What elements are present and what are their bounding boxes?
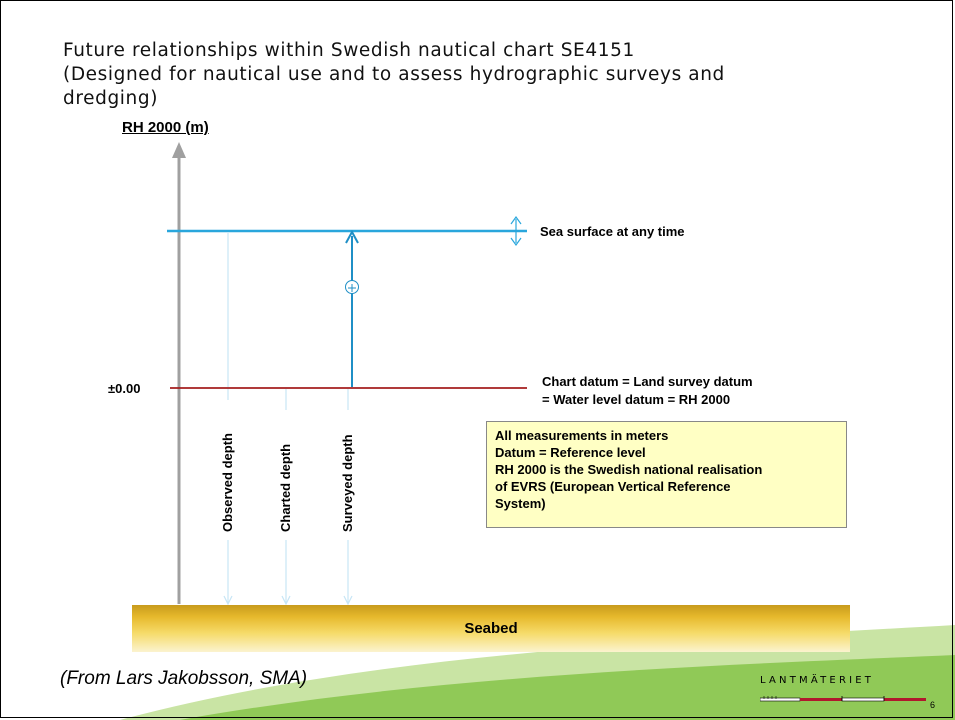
- chart-datum-label-line-2: = Water level datum = RH 2000: [542, 392, 731, 407]
- seabed: Seabed: [132, 605, 850, 652]
- note-line-2: Datum = Reference level: [495, 445, 646, 460]
- rh2000-axis-arrowhead: [172, 142, 186, 158]
- note-box: All measurements in meters Datum = Refer…: [486, 421, 847, 528]
- note-line-3: RH 2000 is the Swedish national realisat…: [495, 462, 763, 477]
- axis-label: RH 2000 (m): [122, 119, 209, 136]
- title-line-3: dredging): [63, 88, 159, 109]
- note-line-5: System): [495, 496, 546, 511]
- charted-depth-label: Charted depth: [278, 443, 293, 532]
- seabed-label: Seabed: [464, 620, 518, 637]
- note-line-4: of EVRS (European Vertical Reference: [495, 479, 731, 494]
- zero-level-label: ±0.00: [108, 381, 141, 396]
- note-line-1: All measurements in meters: [495, 428, 669, 443]
- charted-depth-arrowhead: [281, 595, 291, 606]
- swoosh-dark: [180, 655, 955, 720]
- water-level-arrowhead: [345, 229, 359, 244]
- sea-level-arrow-down: [510, 237, 522, 247]
- logo-text: LANTMÄTERIET: [760, 675, 875, 686]
- lantmateriet-logo: LANTMÄTERIET: [760, 675, 930, 705]
- title-line-2: (Designed for nautical use and to assess…: [63, 64, 725, 85]
- surveyed-depth-label: Surveyed depth: [340, 434, 355, 532]
- observed-depth-arrowhead: [223, 595, 233, 606]
- sea-surface-label: Sea surface at any time: [540, 224, 685, 239]
- surveyed-depth-arrowhead: [343, 595, 353, 606]
- chart-datum-label-line-1: Chart datum = Land survey datum: [542, 374, 753, 389]
- title-line-1: Future relationships within Swedish naut…: [63, 40, 635, 61]
- page-number: 6: [930, 700, 936, 710]
- credit-text: (From Lars Jakobsson, SMA): [60, 668, 308, 689]
- observed-depth-label: Observed depth: [220, 433, 235, 532]
- sea-level-arrow-up: [510, 215, 522, 225]
- logo-scale-bar: [760, 696, 926, 702]
